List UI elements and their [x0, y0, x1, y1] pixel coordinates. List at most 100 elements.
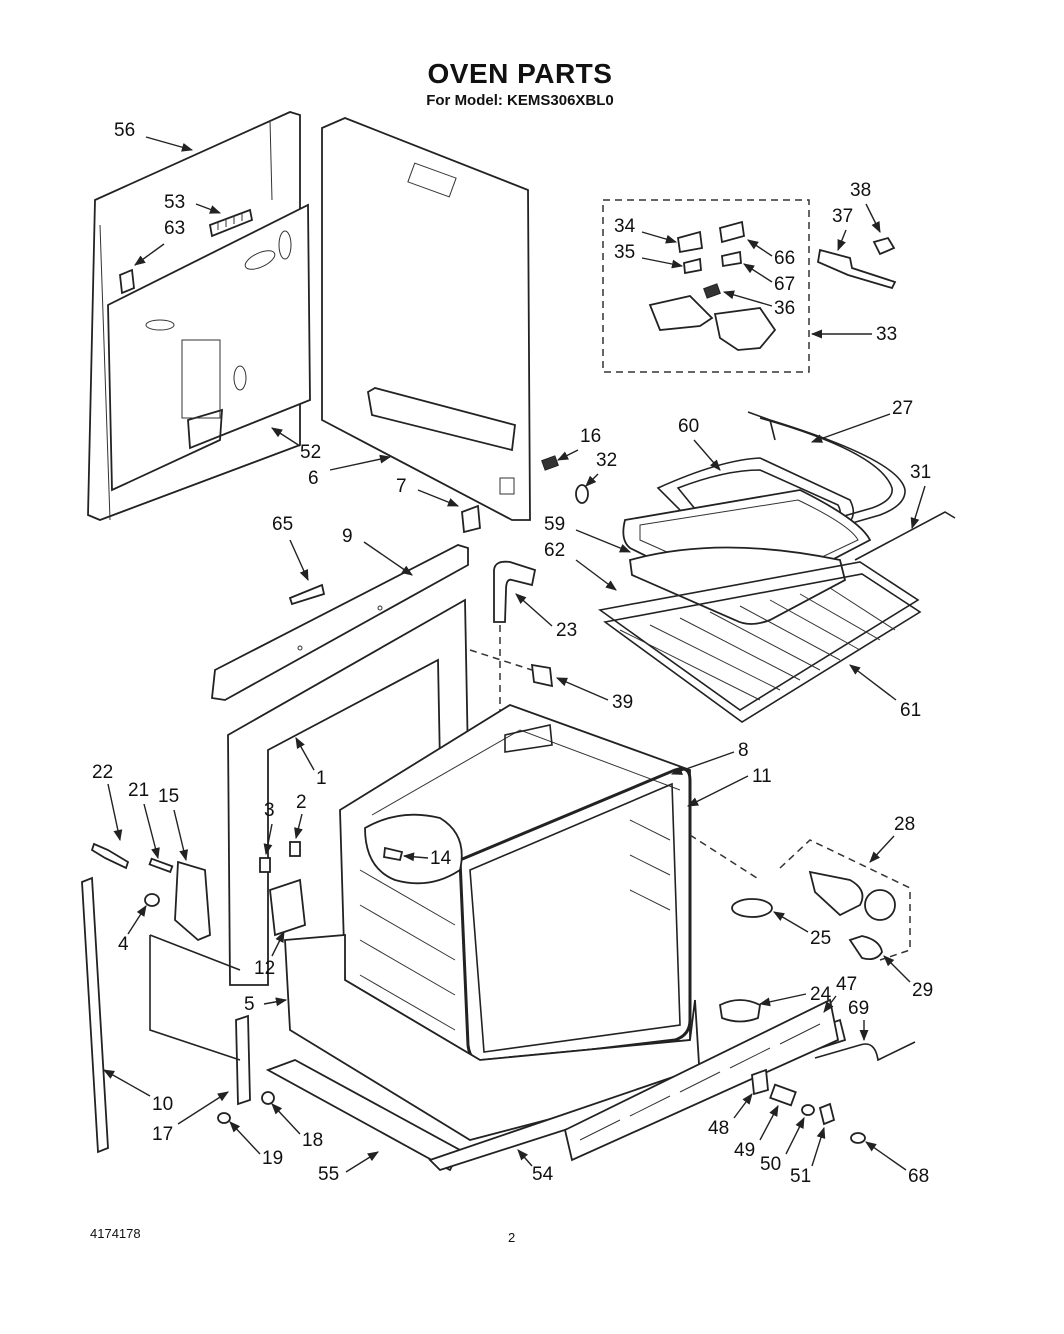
callout-21: 21 — [128, 780, 149, 801]
callout-65: 65 — [272, 514, 293, 535]
callout-38: 38 — [850, 180, 871, 201]
part-6-side-panel — [321, 117, 531, 521]
callout-2: 2 — [296, 792, 307, 813]
callout-54: 54 — [532, 1164, 554, 1185]
part-23-vent-tube — [493, 560, 537, 623]
part-7-clip — [461, 504, 481, 534]
light-guide-line — [689, 834, 761, 881]
part-2-pin — [289, 841, 301, 857]
callout-60: 60 — [678, 416, 699, 437]
page-number: 2 — [508, 1230, 516, 1245]
callout-10: 10 — [152, 1094, 173, 1115]
part-49-spacer — [769, 1083, 797, 1107]
callout-28: 28 — [894, 814, 915, 835]
part-22-spring — [90, 842, 130, 870]
callout-33: 33 — [876, 324, 897, 345]
callout-66: 66 — [774, 248, 795, 269]
callout-4: 4 — [118, 934, 129, 955]
callout-8: 8 — [738, 740, 749, 761]
part-33-control-group-box — [602, 199, 810, 373]
callout-36: 36 — [774, 298, 795, 319]
callout-1: 1 — [316, 768, 327, 789]
callout-32: 32 — [596, 450, 617, 471]
callout-6: 6 — [308, 468, 319, 489]
part-65-bracket — [288, 583, 326, 606]
callout-31: 31 — [910, 462, 931, 483]
part-24-element-terminal — [719, 999, 761, 1023]
part-68-nut — [850, 1132, 866, 1144]
parts-34-36-switches — [648, 220, 777, 351]
callout-37: 37 — [832, 206, 853, 227]
callout-51: 51 — [790, 1166, 811, 1187]
callout-62: 62 — [544, 540, 565, 561]
part-5-bottom-panel — [284, 934, 701, 1141]
part-53-terminal-block — [208, 208, 254, 238]
callout-59: 59 — [544, 514, 565, 535]
part-21-pin — [148, 857, 174, 874]
part-16-bracket — [541, 455, 559, 471]
callout-9: 9 — [342, 526, 353, 547]
part-9-top-rail — [211, 544, 469, 701]
part-18-screw — [261, 1091, 275, 1105]
part-63-clip — [119, 268, 135, 295]
part-39-sensor — [469, 649, 554, 688]
callout-29: 29 — [912, 980, 933, 1001]
part-28-light-group-box — [779, 839, 911, 961]
part-50-washer — [801, 1104, 815, 1116]
part-14-light-assembly — [364, 813, 463, 885]
part-29-bulb — [848, 935, 883, 961]
callout-47: 47 — [836, 974, 857, 995]
part-8-gasket-inner — [469, 782, 681, 1053]
part-47-vent-grille — [563, 998, 840, 1162]
callout-50: 50 — [760, 1154, 781, 1175]
part-15-hinge — [174, 860, 211, 942]
part-32-spacer — [575, 484, 589, 504]
part-4-nut — [144, 893, 160, 907]
callout-67: 67 — [774, 274, 795, 295]
callout-25: 25 — [810, 928, 831, 949]
part-62-pan-grid — [629, 546, 847, 625]
callout-68: 68 — [908, 1166, 929, 1187]
callout-69: 69 — [848, 998, 869, 1019]
part-17-hinge-arm — [235, 1014, 251, 1106]
part-10-side-trim — [81, 876, 109, 1154]
part-11-oven-liner — [339, 704, 691, 1061]
part-1-front-frame — [227, 598, 469, 986]
callout-34: 34 — [614, 216, 636, 237]
page-title: OVEN PARTS — [427, 58, 613, 89]
callout-labels: 56 53 63 52 6 7 16 32 65 9 23 39 34 — [92, 120, 933, 1187]
callout-19: 19 — [262, 1148, 283, 1169]
callout-24: 24 — [810, 984, 832, 1005]
callout-39: 39 — [612, 692, 633, 713]
part-12-hinge-receiver — [269, 878, 306, 937]
part-51-bracket — [818, 1102, 836, 1126]
doc-number: 4174178 — [90, 1226, 141, 1241]
callout-27: 27 — [892, 398, 913, 419]
callout-23: 23 — [556, 620, 577, 641]
callout-49: 49 — [734, 1140, 755, 1161]
callout-35: 35 — [614, 242, 635, 263]
part-48-clip — [751, 1068, 769, 1096]
callout-63: 63 — [164, 218, 185, 239]
callout-16: 16 — [580, 426, 601, 447]
part-52-insulation-panel — [107, 203, 311, 492]
callout-15: 15 — [158, 786, 179, 807]
part-37-bracket — [816, 248, 897, 290]
callout-18: 18 — [302, 1130, 323, 1151]
callout-53: 53 — [164, 192, 185, 213]
callout-12: 12 — [254, 958, 275, 979]
callout-22: 22 — [92, 762, 113, 783]
callout-11: 11 — [752, 766, 772, 787]
part-31-wire — [854, 511, 956, 561]
part-61-oven-rack — [598, 561, 922, 723]
callout-56: 56 — [114, 120, 135, 141]
callout-3: 3 — [264, 800, 275, 821]
callout-5: 5 — [244, 994, 255, 1015]
callout-55: 55 — [318, 1164, 339, 1185]
callout-61: 61 — [900, 700, 921, 721]
part-38-knob — [872, 236, 896, 256]
callout-7: 7 — [396, 476, 407, 497]
callout-48: 48 — [708, 1118, 729, 1139]
